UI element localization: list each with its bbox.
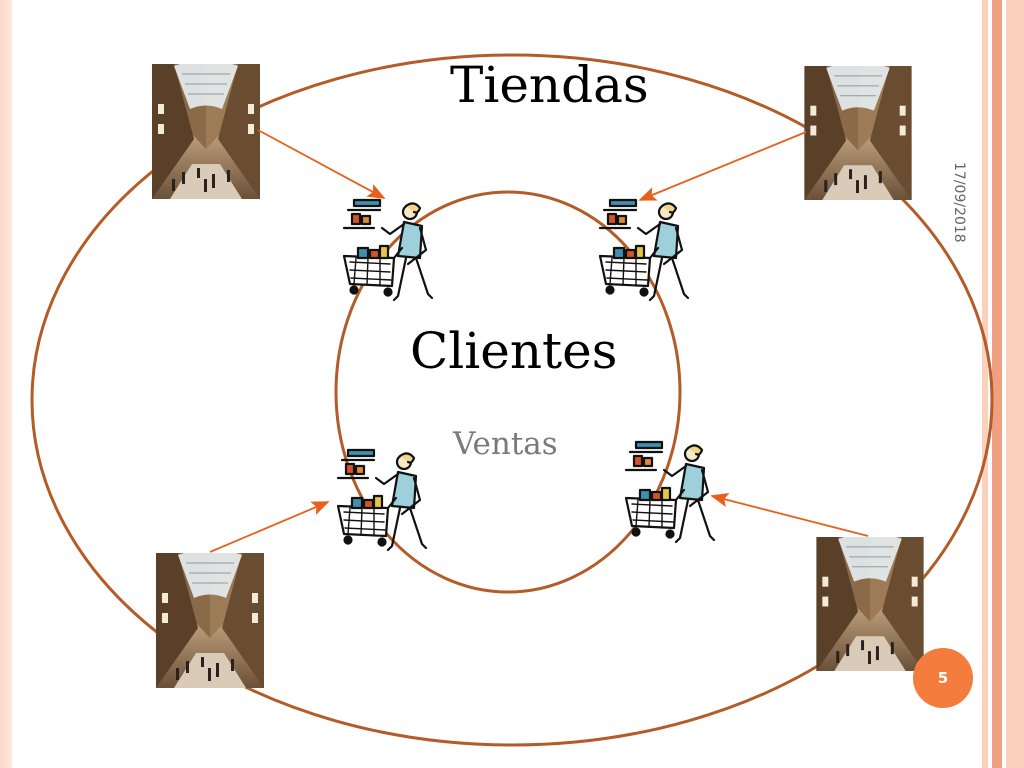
shopper-top-right bbox=[598, 198, 690, 302]
border-stripe-left bbox=[0, 0, 12, 768]
shopper-bottom-left bbox=[336, 448, 428, 552]
title-tiendas: Tiendas bbox=[450, 56, 649, 114]
date-label: 17/09/2018 bbox=[951, 162, 967, 243]
store-photo-bottom-right bbox=[816, 537, 924, 671]
store-photo-bottom-left bbox=[156, 553, 264, 688]
store-photo-top-left bbox=[152, 64, 260, 199]
border-stripe-right-5 bbox=[1006, 0, 1024, 768]
outer-ellipse bbox=[30, 53, 994, 747]
border-stripe-right-4 bbox=[1002, 0, 1006, 768]
store-photo-top-right bbox=[804, 66, 912, 200]
border-stripe-right-1 bbox=[982, 0, 988, 768]
arrow-top-right bbox=[638, 131, 807, 201]
arrow-top-left bbox=[257, 129, 386, 199]
shopper-top-left bbox=[342, 198, 434, 302]
arrow-bottom-right bbox=[710, 493, 869, 537]
border-stripe-right-3 bbox=[992, 0, 1002, 768]
label-clientes: Clientes bbox=[410, 322, 618, 380]
arrow-bottom-left bbox=[209, 501, 330, 553]
label-ventas: Ventas bbox=[453, 426, 558, 462]
page-number-badge: 5 bbox=[913, 648, 973, 708]
inner-circle bbox=[334, 190, 682, 594]
